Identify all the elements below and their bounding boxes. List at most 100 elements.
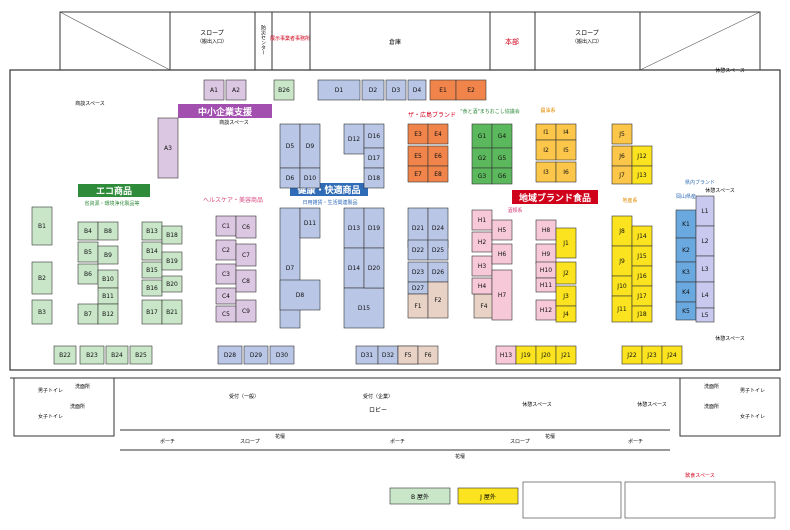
booth-h6[interactable] (491, 243, 513, 265)
booth-j2[interactable] (555, 261, 577, 285)
booth-j1[interactable] (555, 227, 577, 259)
booth-a2[interactable] (225, 79, 247, 101)
booth-b19[interactable] (161, 251, 183, 271)
booth-d8[interactable] (279, 279, 321, 311)
booth-j18[interactable] (631, 305, 653, 323)
booth-b18[interactable] (161, 225, 183, 245)
eco-sub: 省資源・環境浄化製品等 (84, 200, 139, 207)
booth-h5[interactable] (491, 219, 513, 241)
booth-label-b21: B21 (166, 309, 178, 316)
booth-f2[interactable] (427, 281, 449, 319)
booth-h3[interactable] (471, 255, 493, 277)
toilet-f-right: 女子トイレ (740, 413, 765, 420)
booth-d10[interactable] (299, 167, 321, 189)
booth-d28[interactable] (217, 345, 243, 365)
booth-b1[interactable] (31, 206, 53, 246)
booth-a1[interactable] (203, 79, 225, 101)
booth-b24[interactable] (105, 345, 129, 365)
booth-g6[interactable] (491, 167, 513, 185)
booth-label-j21: J21 (560, 352, 571, 359)
booth-j24[interactable] (661, 345, 683, 365)
booth-d1[interactable] (317, 79, 361, 101)
sake-label: 酒類系 (507, 207, 522, 214)
booth-label-d32: D32 (382, 352, 394, 359)
booth-label-c7: C7 (242, 252, 250, 259)
booth-j21[interactable] (555, 345, 577, 365)
booth-label-l1: L1 (701, 208, 708, 215)
sales-space-left: 商談スペース (75, 100, 104, 107)
toilet-block-right (679, 377, 781, 437)
booth-b26[interactable] (273, 79, 295, 101)
booth-label-d27: D27 (412, 285, 424, 292)
the-brand-label: ザ・広島ブランド (408, 111, 456, 119)
booth-f6[interactable] (417, 345, 439, 365)
booth-e8[interactable] (427, 165, 449, 183)
booth-d3[interactable] (385, 79, 407, 101)
booth-d20[interactable] (363, 247, 385, 289)
booth-label-k5: K5 (682, 308, 690, 315)
booth-label-b23: B23 (86, 352, 98, 359)
reception-company: 受付（企業） (363, 393, 393, 400)
booth-b12[interactable] (97, 303, 119, 325)
booth-label-d10: D10 (304, 175, 316, 182)
booth-b22[interactable] (53, 345, 77, 365)
booth-d15[interactable] (343, 287, 385, 329)
disaster-center: 防災センター (260, 24, 266, 55)
booth-h11[interactable] (535, 277, 557, 293)
booth-b21[interactable] (161, 299, 183, 325)
booth-d18[interactable] (363, 167, 385, 189)
booth-b9[interactable] (97, 245, 119, 265)
booth-h7[interactable] (491, 269, 513, 321)
toilet-block-left (13, 377, 115, 437)
booth-e2[interactable] (455, 79, 487, 101)
booth-a3[interactable] (157, 117, 179, 179)
booth-label-c5: C5 (222, 311, 230, 318)
booth-label-b16: B16 (146, 285, 158, 292)
booth-b8[interactable] (97, 221, 119, 241)
flowerbed-2: 花壇 (455, 453, 465, 460)
booth-b2[interactable] (31, 261, 53, 295)
booth-j5[interactable] (611, 123, 633, 145)
booth-l5[interactable] (695, 307, 715, 323)
booth-d4[interactable] (407, 79, 427, 101)
booth-c7[interactable] (235, 243, 257, 267)
booth-j13[interactable] (631, 165, 653, 185)
booth-j4[interactable] (555, 305, 577, 323)
booth-label-j23: J23 (646, 352, 657, 359)
booth-label-d1: D1 (335, 87, 344, 94)
booth-c8[interactable] (235, 269, 257, 293)
booth-label-d14: D14 (348, 265, 360, 272)
eco-label: エコ商品 (96, 185, 132, 197)
booth-label-j4: J4 (562, 311, 569, 318)
booth-label-j5: J5 (618, 131, 625, 138)
health-sub: 日用雑貨・生活関連製品 (302, 199, 357, 206)
booth-c9[interactable] (235, 299, 257, 323)
booth-label-i4: I4 (563, 129, 569, 136)
booth-label-d25: D25 (432, 247, 444, 254)
booth-label-j14: J14 (636, 233, 647, 240)
booth-e4[interactable] (427, 123, 449, 145)
rest-space-bottom-r: 休憩スペース (637, 401, 666, 408)
booth-label-j22: J22 (626, 352, 637, 359)
booth-label-d13: D13 (348, 225, 360, 232)
booth-c4[interactable] (215, 287, 237, 305)
booth-h2[interactable] (471, 231, 493, 253)
booth-b14[interactable] (141, 241, 163, 261)
booth-d25[interactable] (427, 239, 449, 261)
booth-c6[interactable] (235, 215, 257, 239)
booth-b25[interactable] (129, 345, 153, 365)
booth-d30[interactable] (269, 345, 295, 365)
booth-d29[interactable] (243, 345, 269, 365)
local-label: 地産系 (622, 197, 637, 204)
booth-d2[interactable] (361, 79, 385, 101)
booth-b23[interactable] (79, 345, 105, 365)
booth-i6[interactable] (555, 161, 577, 183)
booth-label-d12: D12 (348, 136, 360, 143)
booth-d11[interactable] (299, 207, 321, 239)
booth-label-i3: I3 (543, 169, 549, 176)
booth-b3[interactable] (31, 299, 53, 325)
booth-i5[interactable] (555, 139, 577, 161)
booth-b20[interactable] (161, 275, 183, 293)
booth-label-j12: J12 (636, 153, 647, 160)
booth-label-e7: E7 (414, 171, 422, 178)
